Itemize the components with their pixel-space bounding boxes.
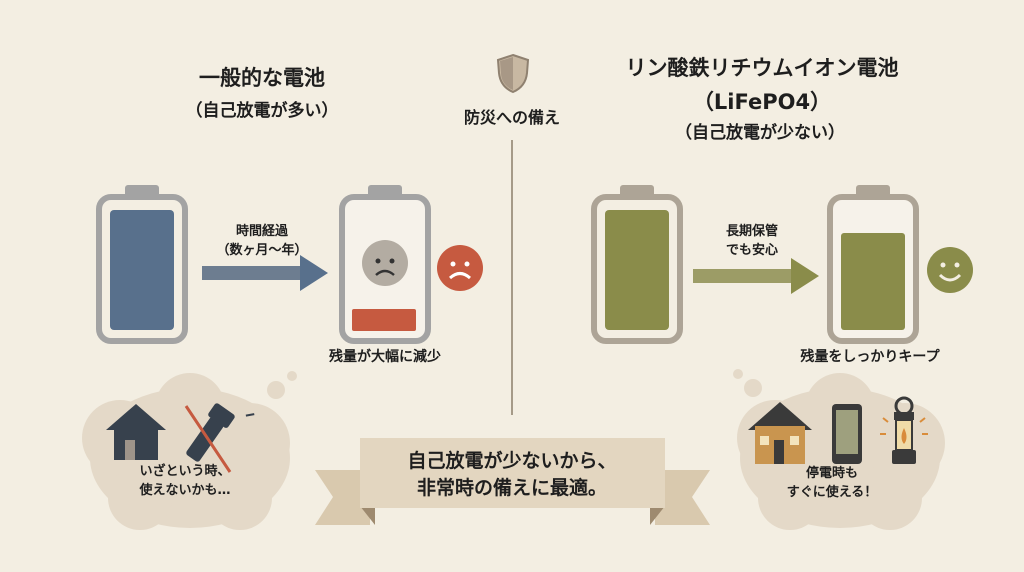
arrow-label-line: 時間経過 — [235, 224, 289, 239]
kept-battery-icon — [827, 185, 919, 344]
worried-face-icon — [362, 240, 408, 286]
banner-line: 非常時の備えに最適。 — [416, 477, 608, 499]
left-title: 一般的な電池 — [199, 66, 325, 90]
left-subtitle: （自己放電が多い） — [185, 101, 339, 121]
thought-line: すぐに使える！ — [786, 485, 878, 500]
shield-icon — [496, 53, 530, 94]
house-icon — [106, 404, 166, 460]
center-label: 防災への備え — [463, 108, 561, 127]
thought-line: 使えないかも… — [139, 483, 231, 498]
banner-text: 自己放電が少ないから、非常時の備えに最適。 — [407, 448, 616, 502]
arrow-label-line: でも安心 — [725, 243, 779, 258]
center-divider — [511, 140, 513, 415]
left-thought-text: いざという時、使えないかも… — [139, 462, 230, 500]
cross-out-icon — [184, 405, 232, 473]
full-battery-icon — [591, 185, 683, 344]
flashlight-icon — [186, 403, 255, 462]
left-arrow-label: 時間経過 （数ヶ月〜年） — [216, 222, 307, 260]
right-title: リン酸鉄リチウムイオン電池 — [625, 56, 899, 80]
low-battery-icon — [339, 185, 431, 344]
arrow-label-line: （数ヶ月〜年） — [216, 243, 308, 258]
thought-line: 停電時も — [805, 466, 858, 481]
lantern-icon — [880, 396, 928, 464]
smartphone-icon — [832, 404, 862, 464]
storage-arrow-icon — [693, 258, 819, 294]
sad-face-icon — [437, 245, 483, 291]
time-arrow-icon — [202, 255, 328, 291]
arrow-label-line: 長期保管 — [725, 224, 779, 239]
right-thought-cloud — [733, 369, 945, 530]
right-subtitle: （自己放電が少ない） — [675, 123, 845, 143]
left-thought-cloud — [82, 371, 297, 530]
full-battery-icon — [96, 185, 188, 344]
right-arrow-label: 長期保管でも安心 — [726, 222, 778, 260]
right-thought-text: 停電時もすぐに使える！ — [787, 464, 878, 502]
right-result: 残量をしっかりキープ — [800, 349, 940, 365]
banner-line: 自己放電が少ないから、 — [407, 450, 617, 472]
house-icon — [748, 402, 812, 464]
banner-ribbon — [315, 438, 710, 525]
left-result: 残量が大幅に減少 — [329, 349, 441, 365]
thought-line: いざという時、 — [139, 464, 231, 479]
right-title-formula: （LiFePO4） — [692, 90, 832, 114]
smile-face-icon — [927, 247, 973, 293]
